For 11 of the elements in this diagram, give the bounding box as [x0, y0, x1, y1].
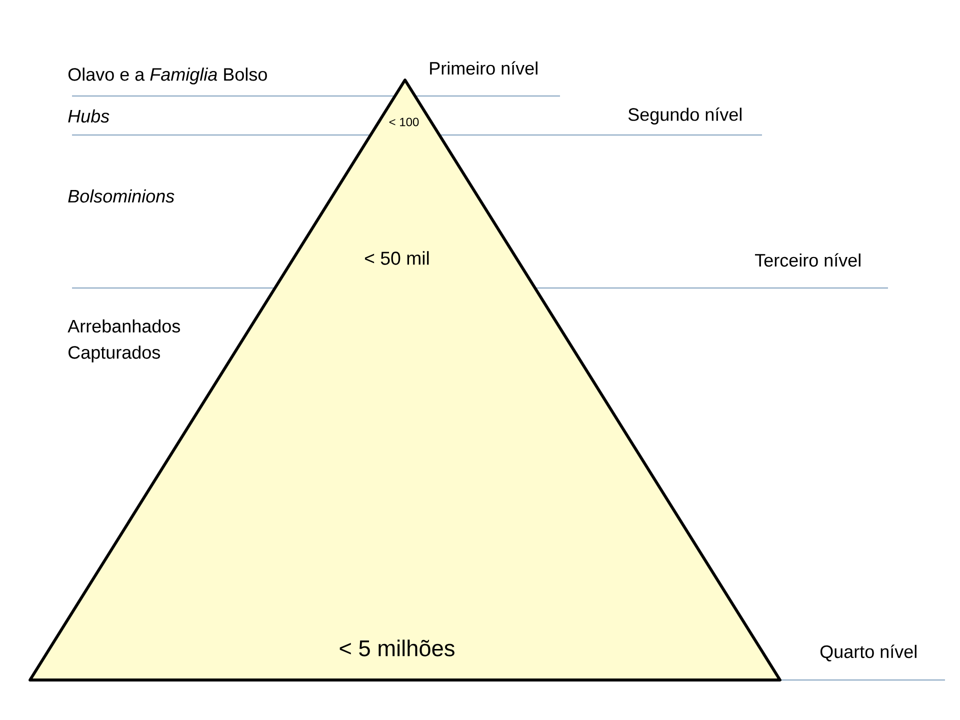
group-label: Bolsominions — [68, 189, 174, 203]
group-label: Capturados — [68, 346, 160, 362]
level-count: < 5 milhões — [340, 640, 454, 656]
group-label: Hubs — [68, 109, 110, 123]
level-label: Terceiro nível — [755, 253, 860, 267]
level-count: < 100 — [389, 118, 419, 126]
group-label: Olavo e a Famiglia Bolso — [68, 68, 267, 84]
level-count: < 50 mil — [364, 251, 429, 265]
level-label: Quarto nível — [820, 644, 916, 662]
group-label: Arrebanhados — [68, 319, 180, 333]
level-label: Segundo nível — [628, 108, 742, 124]
